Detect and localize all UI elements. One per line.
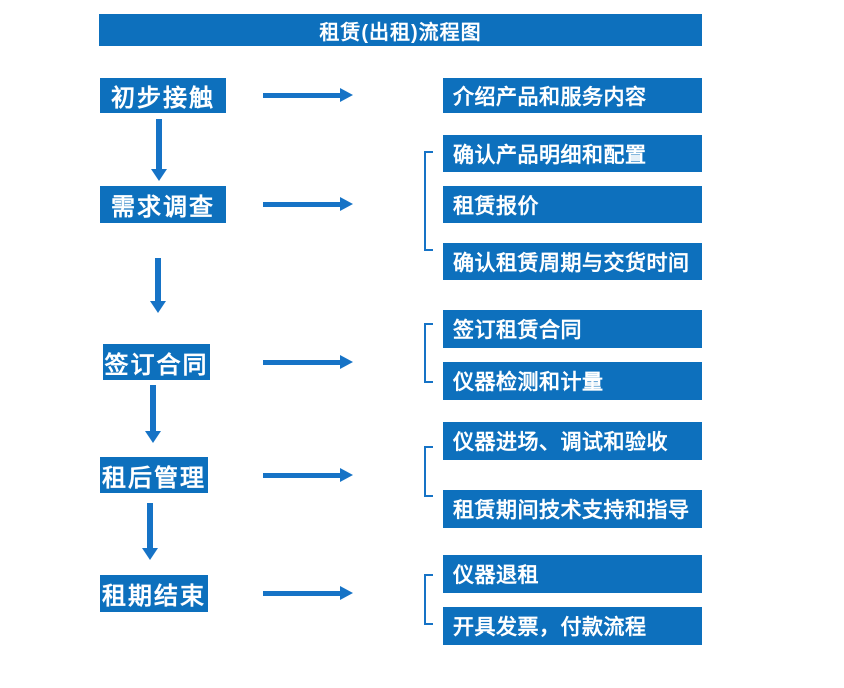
output-box-confirm-product-details: 确认产品明细和配置 [443, 135, 702, 172]
arrow-down-icon [145, 385, 161, 443]
output-box-confirm-rental-period: 确认租赁周期与交货时间 [443, 243, 702, 280]
bracket-connector [424, 446, 433, 497]
bracket-connector [424, 323, 433, 383]
output-box-rental-quote: 租赁报价 [443, 186, 702, 223]
arrow-right-icon [263, 355, 353, 369]
step-box-post-rental-management: 租后管理 [100, 457, 208, 493]
arrow-right-icon [263, 88, 353, 102]
output-box-invoice-payment: 开具发票，付款流程 [443, 607, 702, 645]
arrow-down-icon [151, 119, 167, 181]
bracket-connector [424, 574, 433, 625]
output-box-instrument-testing: 仪器检测和计量 [443, 362, 702, 400]
arrow-right-icon [263, 197, 353, 211]
step-box-initial-contact: 初步接触 [100, 78, 226, 113]
arrow-down-icon [142, 503, 158, 560]
step-box-sign-contract: 签订合同 [103, 344, 210, 380]
step-box-demand-survey: 需求调查 [100, 186, 226, 223]
arrow-right-icon [263, 586, 353, 600]
flowchart-title: 租赁(出租)流程图 [99, 14, 702, 46]
arrow-right-icon [263, 468, 353, 482]
arrow-down-icon [150, 258, 166, 313]
output-box-instrument-return: 仪器退租 [443, 555, 702, 593]
step-box-rental-end: 租期结束 [100, 575, 208, 612]
output-box-introduce-products-services: 介绍产品和服务内容 [443, 78, 702, 113]
output-box-instrument-setup-acceptance: 仪器进场、调试和验收 [443, 422, 702, 460]
bracket-connector [424, 151, 433, 251]
output-box-technical-support: 租赁期间技术支持和指导 [443, 490, 702, 528]
output-box-sign-rental-contract: 签订租赁合同 [443, 310, 702, 348]
